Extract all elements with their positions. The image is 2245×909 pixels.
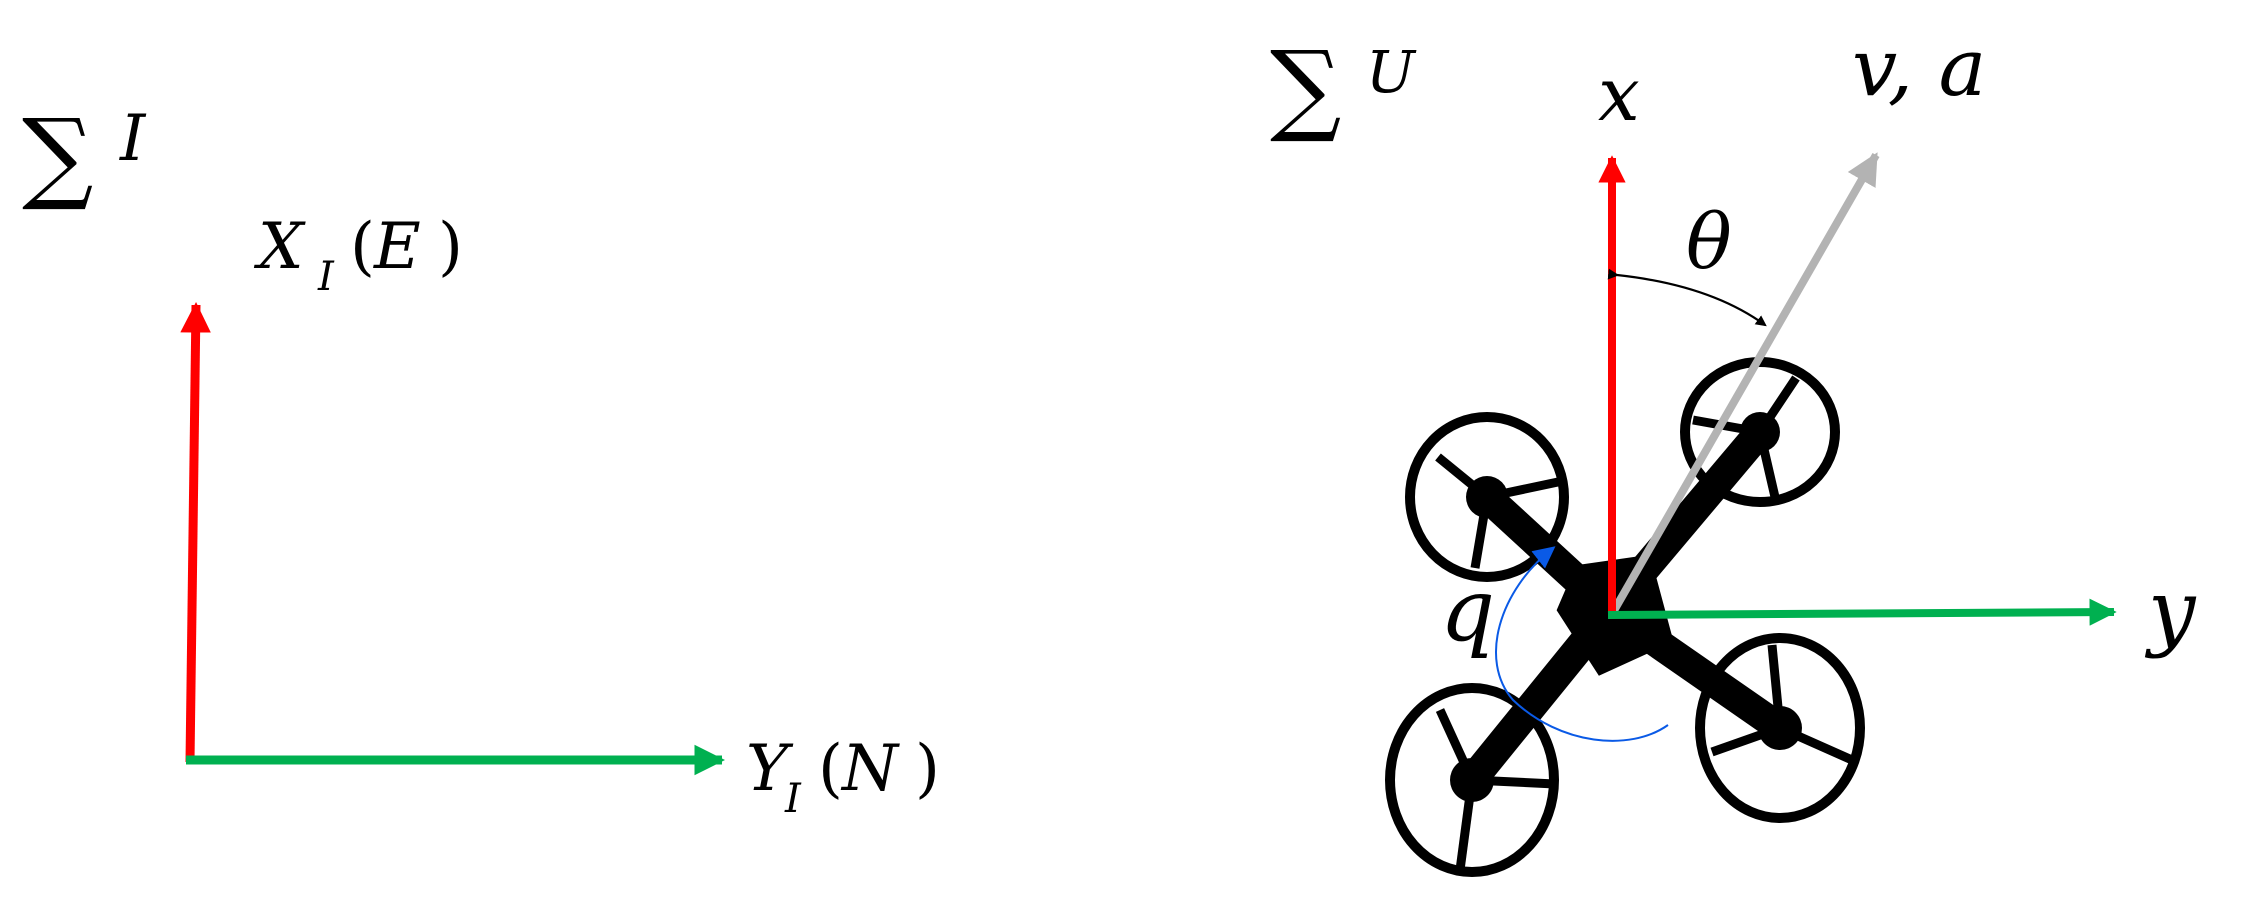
velocity-label: v, a: [1852, 21, 1986, 114]
inertial-frame-sigma: ∑: [22, 97, 93, 214]
inertial-y-axis-label: Y I ( N ): [746, 732, 940, 822]
rotor-rear-left: [1385, 683, 1559, 877]
inertial-frame-subscript: I: [119, 102, 147, 176]
inertial-x-paren-open: (: [350, 210, 375, 284]
inertial-y-letter: Y: [746, 732, 794, 806]
inertial-x-paren-close: ): [438, 210, 463, 284]
pitch-rate-label: q: [1440, 561, 1495, 661]
rotor-hub: [1466, 476, 1508, 518]
rotor-ring: [1695, 633, 1865, 823]
body-y-axis-label: y: [2144, 562, 2197, 660]
body-x-axis-label: x: [1598, 52, 1640, 138]
inertial-y-direction: N: [840, 732, 900, 806]
theta-angle-label: θ: [1686, 197, 1732, 286]
inertial-x-letter: X: [253, 210, 306, 284]
theta-angle-arc: [1607, 268, 1767, 327]
rotor-hub: [1450, 758, 1494, 802]
body-frame: ∑ U: [1270, 21, 2197, 877]
body-frame-subscript: U: [1366, 38, 1417, 106]
inertial-y-paren-open: (: [818, 732, 843, 806]
body-y-axis-arrow: [1607, 598, 2117, 626]
velocity-vector-arrow: [1608, 152, 1880, 616]
rotor-ring: [1405, 412, 1569, 582]
inertial-x-axis-arrow: [180, 301, 211, 763]
pitch-rate-arc: [1495, 546, 1669, 742]
rotor-front-right: [1680, 357, 1840, 507]
inertial-y-subscript: I: [784, 776, 802, 822]
rotor-front-left: [1405, 412, 1569, 582]
inertial-frame: ∑ I X I ( E ) Y I ( N ): [22, 97, 940, 822]
inertial-x-subscript: I: [317, 254, 335, 300]
inertial-y-paren-close: ): [915, 732, 940, 806]
rotor-hub: [1740, 412, 1780, 452]
inertial-x-axis-label: X I ( E ): [253, 210, 463, 300]
inertial-x-direction: E: [373, 210, 421, 284]
body-frame-sigma: ∑: [1270, 29, 1341, 146]
quadrotor-arms: [1457, 417, 1795, 795]
rotor-rear-right: [1695, 633, 1865, 823]
rotor-hub: [1758, 706, 1802, 750]
